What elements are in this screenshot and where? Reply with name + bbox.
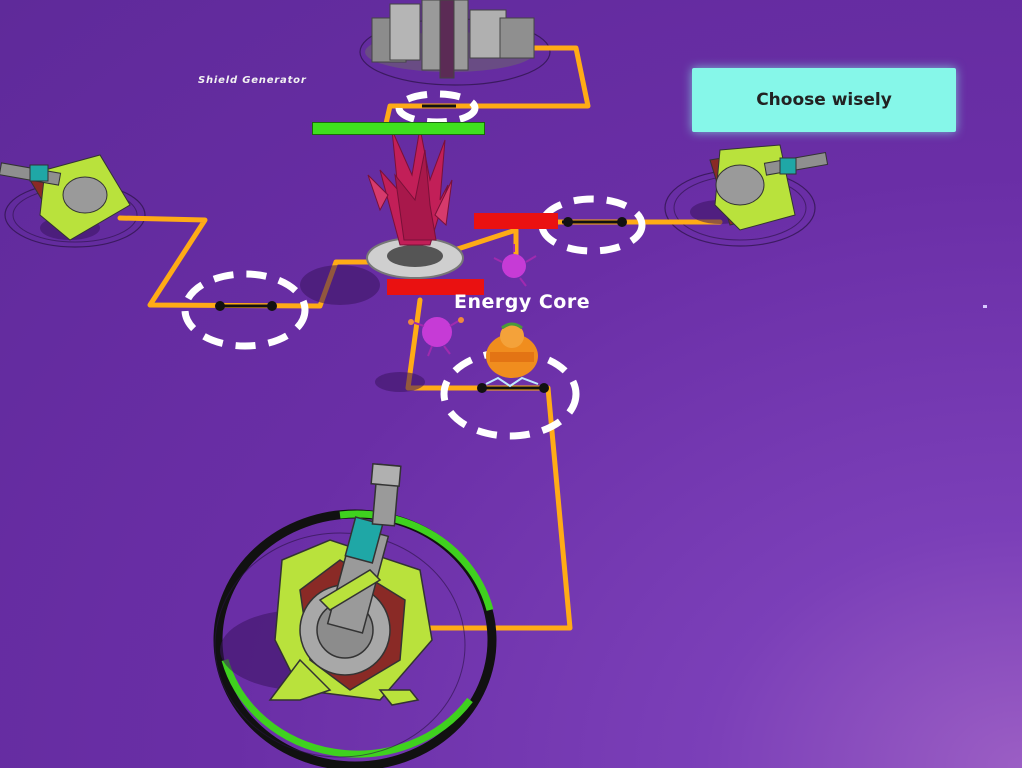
selection-ring xyxy=(221,659,473,758)
electric-arc-icon xyxy=(485,376,539,388)
energy-core-label: Energy Core xyxy=(454,291,591,313)
virus-enemy-icon[interactable] xyxy=(493,244,537,287)
hint-panel: Choose wisely xyxy=(692,68,956,132)
particle xyxy=(983,305,987,308)
health-bar-enemy xyxy=(387,279,484,295)
virus-enemy-icon[interactable] xyxy=(408,317,464,357)
build-slot[interactable] xyxy=(181,270,309,350)
build-slot[interactable] xyxy=(538,195,646,255)
build-slot[interactable] xyxy=(440,348,580,440)
shield-generator-label: Shield Generator xyxy=(198,75,307,86)
turret-icon[interactable] xyxy=(0,154,131,241)
turret-icon[interactable] xyxy=(709,144,829,231)
hero-character-icon[interactable] xyxy=(486,322,538,378)
turret-icon[interactable] xyxy=(268,463,433,706)
health-bar-shield-generator xyxy=(312,122,485,135)
health-bar-enemy xyxy=(474,213,558,229)
hint-text: Choose wisely xyxy=(756,90,892,110)
